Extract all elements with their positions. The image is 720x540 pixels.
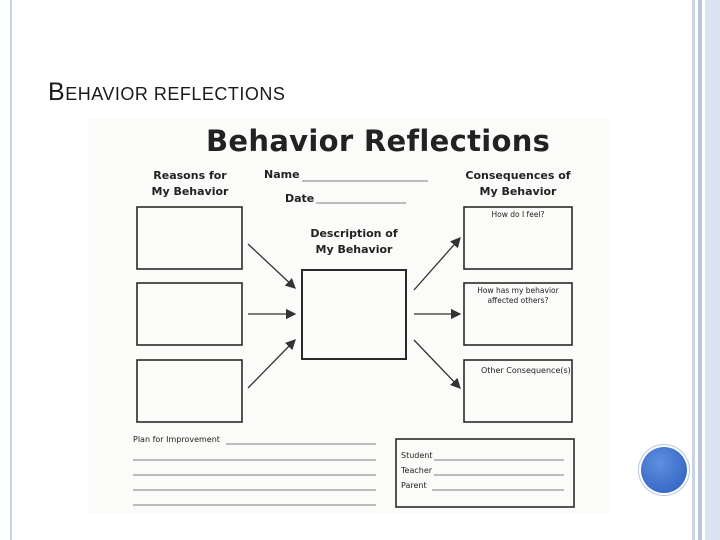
name-label: Name [264,168,300,181]
question-other: Other Consequence(s) [481,366,571,375]
slide-border-left [10,0,12,540]
worksheet-lines [133,180,575,508]
consequence-box-others [463,282,573,346]
description-box [301,269,407,360]
question-affected: How has my behavior affected others? [466,286,570,306]
slide-title-rest: EHAVIOR REFLECTIONS [65,84,286,104]
date-label: Date [285,192,315,205]
consequences-heading-line1: Consequences of [465,169,571,182]
behavior-worksheet-image: Behavior Reflections Reasons for My Beha… [88,118,610,514]
consequence-box-feel [463,206,573,270]
plan-label: Plan for Improvement [133,435,220,444]
question-feel: How do I feel? [491,210,545,219]
worksheet-title: Behavior Reflections [206,124,551,158]
consequence-box-other [463,359,573,423]
question-affected-line1: How has my behavior [477,286,559,295]
reasons-heading-line1: Reasons for [153,169,227,182]
description-heading-line2: My Behavior [315,243,393,256]
reasons-heading-line2: My Behavior [151,185,229,198]
description-heading: Description of My Behavior [298,226,410,258]
description-heading-line1: Description of [310,227,398,240]
slide-border-right [692,0,720,540]
teacher-label: Teacher [401,466,433,475]
reasons-heading: Reasons for My Behavior [140,168,240,200]
decorative-orb [641,447,687,493]
slide-title-initial: B [48,78,66,106]
signature-box [395,438,575,508]
consequences-heading: Consequences of My Behavior [462,168,574,200]
reason-box-2 [136,282,243,346]
parent-label: Parent [401,481,427,490]
reason-box-1 [136,206,243,270]
consequences-heading-line2: My Behavior [479,185,557,198]
student-label: Student [401,451,433,460]
slide-title: BEHAVIOR REFLECTIONS [48,78,285,107]
reason-box-3 [136,359,243,423]
question-affected-line2: affected others? [487,296,549,305]
